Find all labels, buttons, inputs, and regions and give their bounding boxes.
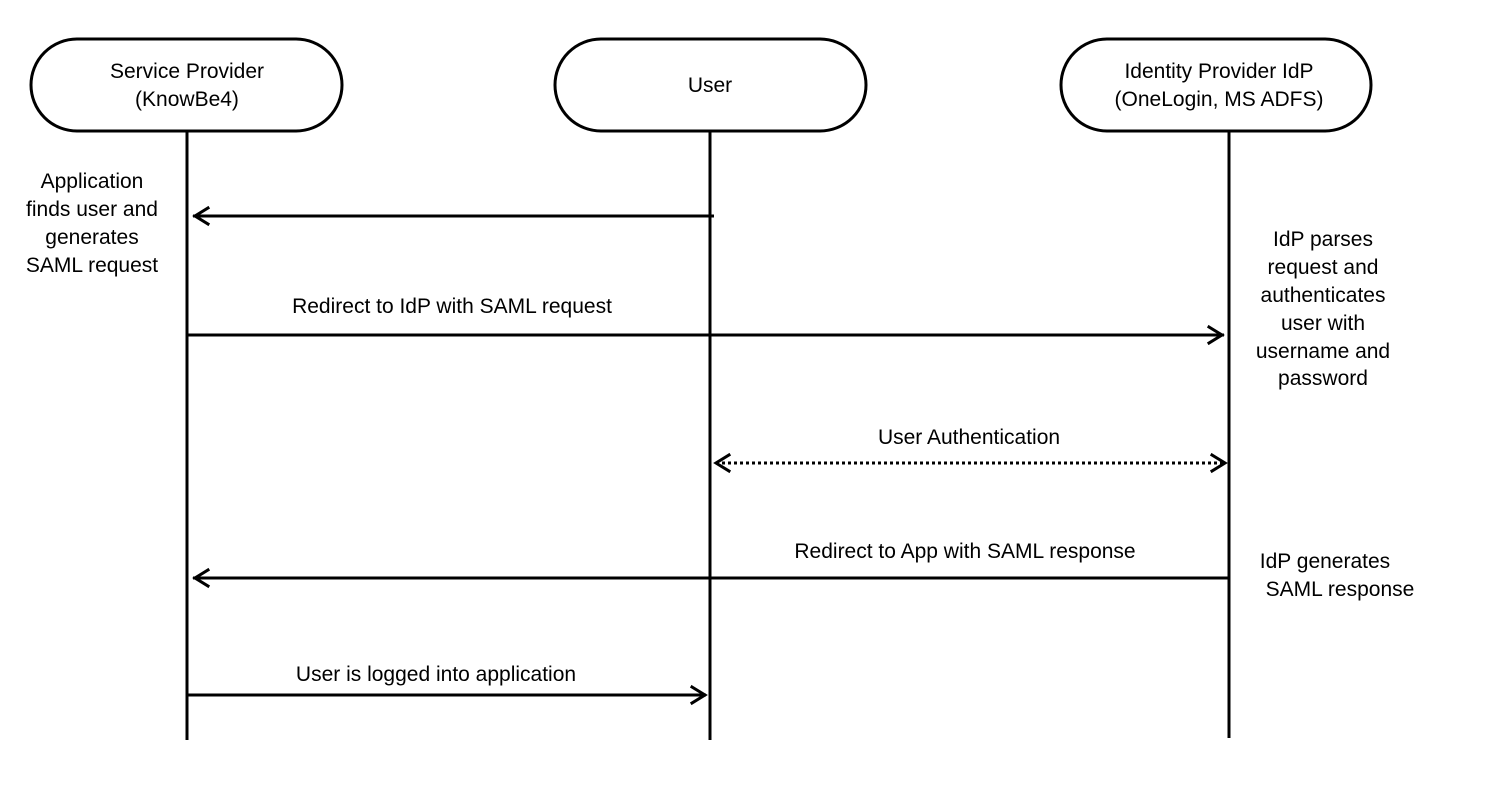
message-user-to-service-provider: [192, 205, 714, 227]
message-redirect-to-idp: Redirect to IdP with SAML request: [187, 295, 1225, 346]
note-idp-generates-line-1: IdP generates: [1260, 550, 1390, 573]
message-user-logged-in: User is logged into application: [187, 663, 708, 706]
note-idp-parses-line-4: user with: [1281, 312, 1365, 335]
note-idp-parses-line-5: username and: [1256, 340, 1390, 363]
note-idp-parses-line-2: request and: [1268, 256, 1379, 279]
message-redirect-to-app: Redirect to App with SAML response: [192, 540, 1229, 589]
actor-service-provider-line-1: Service Provider: [110, 60, 264, 83]
note-sp-line-4: SAML request: [26, 254, 158, 277]
note-idp-parses-line-3: authenticates: [1261, 284, 1386, 307]
note-idp-parses-line-6: password: [1278, 367, 1368, 390]
actor-service-provider: Service Provider (KnowBe4): [29, 37, 344, 133]
note-idp-generates-response: IdP generates SAML response: [1260, 550, 1415, 601]
message-redirect-to-idp-label: Redirect to IdP with SAML request: [292, 295, 612, 318]
note-idp-parses-request: IdP parses request and authenticates use…: [1256, 228, 1390, 390]
message-user-logged-in-label: User is logged into application: [296, 663, 576, 686]
actor-service-provider-line-2: (KnowBe4): [135, 88, 239, 111]
note-sp-line-3: generates: [45, 226, 138, 249]
note-idp-generates-line-2: SAML response: [1266, 578, 1415, 601]
actor-user-label: User: [688, 74, 732, 97]
actor-identity-provider-line-2: (OneLogin, MS ADFS): [1115, 88, 1324, 111]
note-sp-line-2: finds user and: [26, 198, 158, 221]
actor-identity-provider: Identity Provider IdP (OneLogin, MS ADFS…: [1059, 37, 1373, 133]
note-sp-generates-request: Application finds user and generates SAM…: [26, 170, 158, 277]
note-idp-parses-line-1: IdP parses: [1273, 228, 1373, 251]
message-redirect-to-app-label: Redirect to App with SAML response: [794, 540, 1135, 563]
message-user-authentication-label: User Authentication: [878, 426, 1060, 449]
actor-identity-provider-line-1: Identity Provider IdP: [1124, 60, 1313, 83]
note-sp-line-1: Application: [41, 170, 144, 193]
message-user-authentication: User Authentication: [713, 426, 1228, 474]
actor-user: User: [553, 37, 868, 133]
